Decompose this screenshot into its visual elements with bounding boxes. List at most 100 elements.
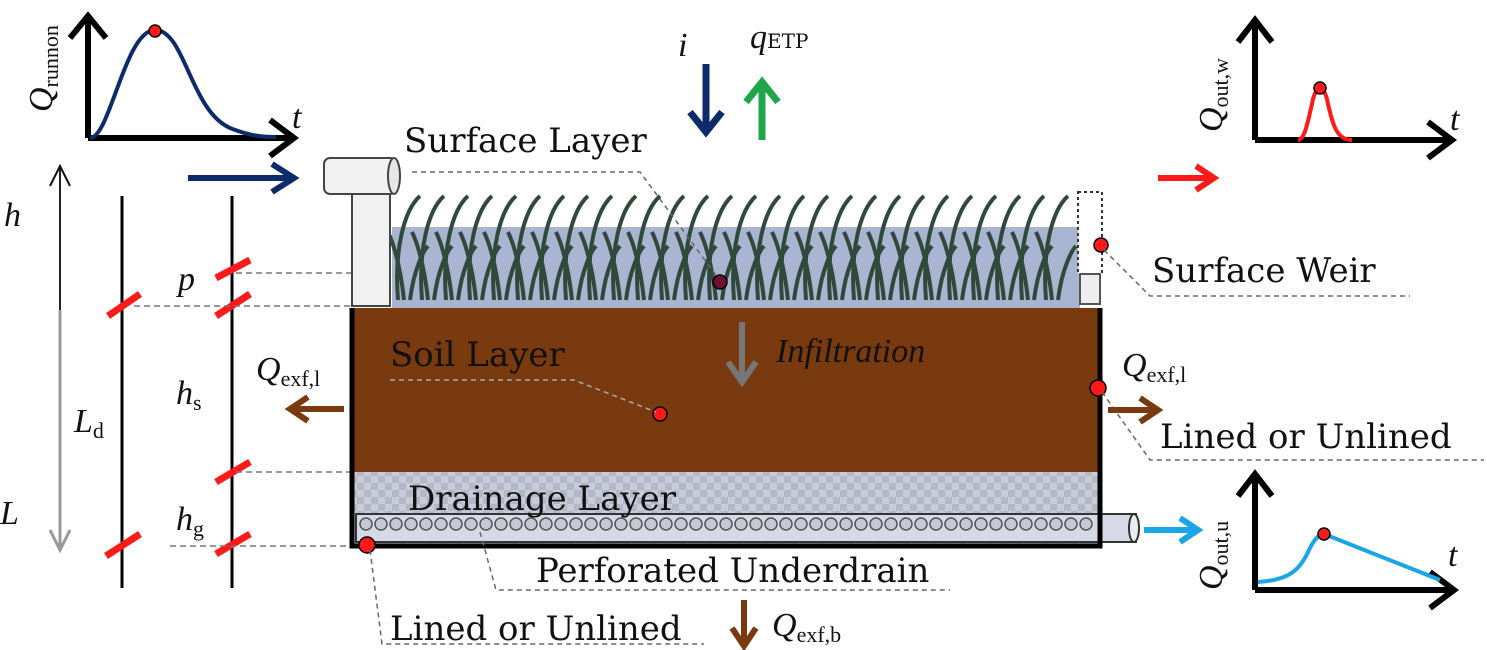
grass-blade: [962, 231, 982, 301]
perforation: [764, 517, 778, 531]
perforation: [1034, 517, 1048, 531]
perforation: [389, 517, 403, 531]
inlet-pipe: [351, 189, 391, 307]
soil-layer-node: [652, 406, 668, 422]
perforation: [944, 517, 958, 531]
grass-blade: [624, 244, 646, 301]
grass-blade: [818, 231, 838, 301]
grass-blade: [888, 244, 910, 301]
grass-blade: [912, 244, 934, 301]
surface-layer-node: [712, 274, 728, 290]
cell-wall: [349, 308, 1103, 549]
perforation: [434, 517, 448, 531]
grass-blade: [875, 194, 902, 301]
exfiltration-right: Qexf,l: [1108, 347, 1186, 425]
perforation: [719, 517, 733, 531]
grass-blade: [491, 194, 518, 301]
grass-blade: [947, 194, 974, 301]
grass-blade: [816, 244, 838, 301]
perforation: [1004, 517, 1018, 531]
grass-blade: [650, 231, 670, 301]
grass-blade: [504, 244, 526, 301]
grass-blade: [432, 244, 454, 301]
grass-blade: [803, 194, 830, 301]
labels: Surface Layer Soil Layer Drainage Layer …: [369, 121, 1484, 649]
q-exf-l-right-label: Qexf,l: [1122, 347, 1186, 387]
grass-blade: [1032, 244, 1054, 301]
t-label-weir: t: [1450, 101, 1461, 138]
grass-blade: [611, 194, 638, 301]
grass-blade: [434, 231, 454, 301]
perforation: [539, 517, 553, 531]
grass-blade: [707, 194, 734, 301]
grass-blade: [866, 231, 886, 301]
perforation: [359, 517, 373, 531]
grass-blade: [1043, 194, 1070, 301]
runnon-curve: [89, 27, 277, 140]
L-label: L: [0, 495, 19, 532]
grass-blade: [648, 244, 670, 301]
perforation: [419, 517, 433, 531]
inlet-pipe-elbow: [323, 157, 397, 195]
grass-blade: [698, 231, 718, 301]
grass-blade: [480, 244, 502, 301]
perforation: [824, 517, 838, 531]
grass-blade: [768, 244, 790, 301]
perforation: [869, 517, 883, 531]
grass-blade: [827, 194, 854, 301]
grass-blade: [890, 231, 910, 301]
runnon-hydrograph: Qrunnon t: [23, 11, 303, 159]
perforation: [644, 517, 658, 531]
grass-blade: [683, 194, 710, 301]
grass-blade: [1034, 231, 1054, 301]
grass-blade: [722, 231, 742, 301]
grass-blade: [659, 194, 686, 301]
infiltration-label: Infiltration: [775, 333, 925, 370]
grass-blade: [770, 231, 790, 301]
grass-blade: [995, 194, 1022, 301]
weir-hydrograph: Qout,w t: [1193, 15, 1461, 161]
perforation: [854, 517, 868, 531]
grass-blade: [960, 244, 982, 301]
t-label-underdrain: t: [1448, 537, 1459, 574]
perforation: [749, 517, 763, 531]
grass-blade: [395, 194, 422, 301]
grass-blade: [1010, 231, 1030, 301]
grass-blade: [779, 194, 806, 301]
perforation: [614, 517, 628, 531]
grass-blade: [467, 194, 494, 301]
grass-blade: [554, 231, 574, 301]
grass-blade: [794, 231, 814, 301]
perforation: [629, 517, 643, 531]
soil-layer-label: Soil Layer: [390, 335, 565, 375]
grass-blade: [899, 194, 926, 301]
infiltration-arrow: Infiltration: [725, 322, 925, 388]
perforation: [1064, 517, 1078, 531]
grass-blade: [563, 194, 590, 301]
perforation: [449, 517, 463, 531]
perforation: [599, 517, 613, 531]
grass-blade: [1056, 244, 1078, 301]
grass-blade: [576, 244, 598, 301]
perforation: [809, 517, 823, 531]
grass-blade: [635, 194, 662, 301]
grass-blade: [672, 244, 694, 301]
t-label-runnon: t: [292, 99, 303, 136]
bioretention-cell: [323, 157, 1140, 554]
perforation: [929, 517, 943, 531]
grass-blade: [986, 231, 1006, 301]
perforation: [779, 517, 793, 531]
grass-blade: [746, 231, 766, 301]
grass-blade: [1008, 244, 1030, 301]
hs-label: hs: [176, 375, 202, 415]
q-exf-l-left-label: Qexf,l: [256, 351, 320, 391]
grass-blade: [419, 194, 446, 301]
perforation: [479, 517, 493, 531]
perforation: [989, 517, 1003, 531]
grass-blade: [602, 231, 622, 301]
exfiltration-left: Qexf,l: [256, 351, 344, 424]
grass-blade: [410, 231, 430, 301]
grass-vegetation: [386, 194, 1078, 301]
grass-blade: [408, 244, 430, 301]
p-label: p: [176, 261, 195, 298]
